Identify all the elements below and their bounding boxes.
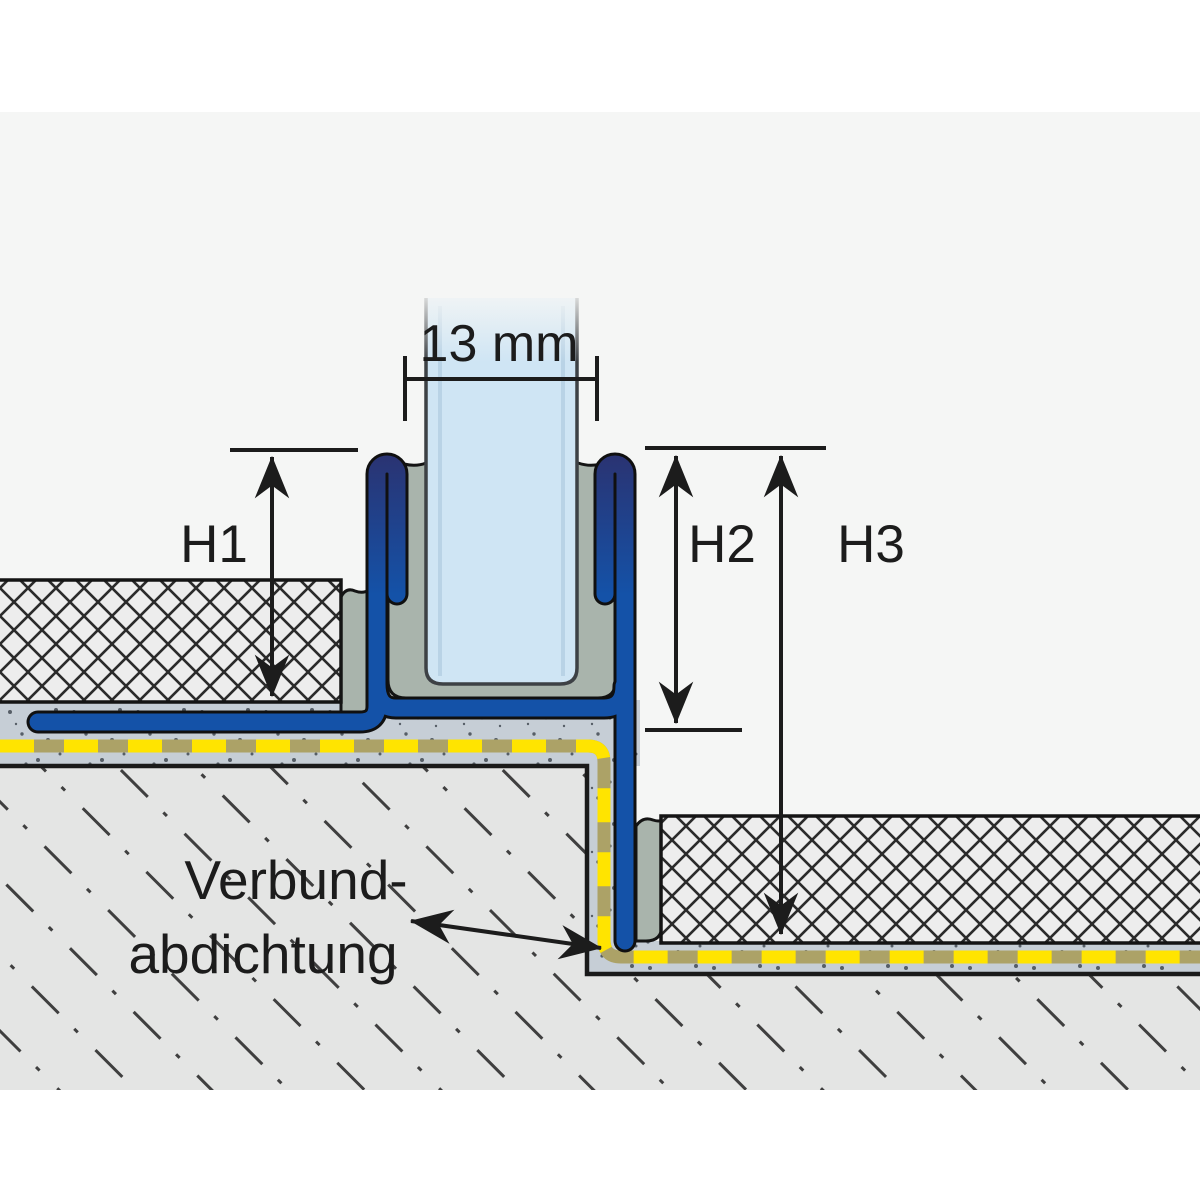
glass-top-fade: [403, 284, 599, 364]
profile-seal-band: [29, 455, 634, 950]
mortar-spacer-left: [339, 587, 371, 714]
dim-h2-label: H2: [688, 515, 756, 574]
screed-layer: [0, 766, 1200, 1090]
seal-annotation-line1: Verbund-: [184, 849, 407, 911]
glass-edge-stripes: [438, 306, 565, 676]
dim-width-label: 13 mm: [420, 315, 579, 373]
dimension-glass-width: [403, 356, 599, 421]
tile-layer-left: [0, 578, 343, 704]
glass-body: [426, 298, 577, 684]
glass-outline: [424, 298, 579, 686]
seal-band-leg-right: [596, 455, 634, 950]
waterproofing-membrane-dashes: [0, 739, 1200, 964]
seal-band-flange-left: [29, 455, 406, 731]
glass-panel: [403, 284, 599, 686]
tile-layer-right: [659, 814, 1200, 945]
seal-annotation-line2: abdichtung: [128, 923, 397, 985]
dim-h3-label: H3: [837, 515, 905, 574]
mortar-spacer-right: [634, 817, 664, 943]
screed-boundary-line: [0, 763, 1200, 977]
dim-h1-label: H1: [180, 515, 248, 574]
seal-annotation-arrow: [409, 909, 603, 960]
